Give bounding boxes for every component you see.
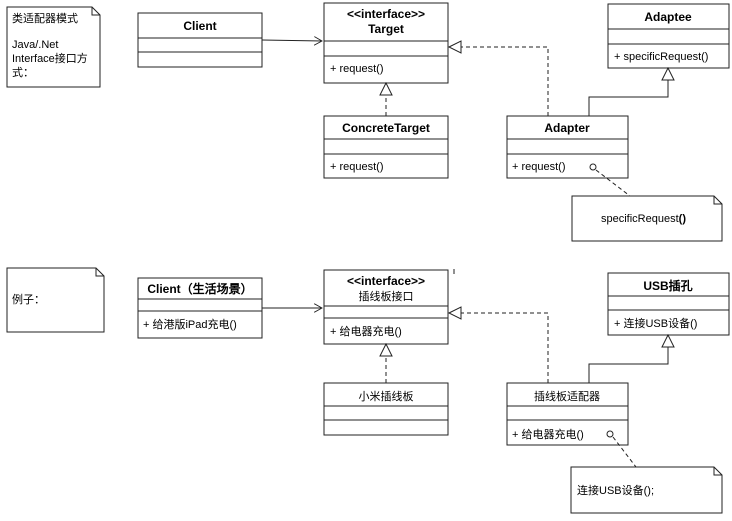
pattern-note: 类适配器模式 Java/.Net Interface接口方 式： <box>6 6 101 88</box>
example-label: 例子： <box>12 292 45 306</box>
class-usb-socket[interactable]: USB插孔 + 连接USB设备() <box>607 272 730 336</box>
adapter-note-text: specificRequest() <box>601 213 686 225</box>
class-adapter[interactable]: Adapter + request() <box>506 115 629 179</box>
realization-arrowhead-xiaomi <box>379 342 393 357</box>
adapter-method: + request() <box>512 161 566 173</box>
note-anchor-line <box>595 169 631 197</box>
note-line-style: 式： <box>12 66 34 79</box>
class-xiaomi-power-strip[interactable]: 小米插线板 <box>323 382 449 436</box>
example-note: 例子： <box>6 267 105 333</box>
power-strip-adapter-method: + 给电器充电() <box>512 427 584 441</box>
note-title: 类适配器模式 <box>12 11 78 25</box>
class-power-strip-interface[interactable]: <<interface>> 插线板接口 + 给电器充电() <box>323 269 449 345</box>
realization-arrowhead-concrete <box>379 81 393 96</box>
adapter-title: Adapter <box>544 121 590 135</box>
class-adaptee[interactable]: Adaptee + specificRequest() <box>607 3 730 69</box>
target-stereotype: <<interface>> <box>347 7 425 21</box>
class-client-life[interactable]: Client（生活场景） + 给港版iPad充电() <box>137 277 263 339</box>
class-concrete-target[interactable]: ConcreteTarget + request() <box>323 115 449 179</box>
class-client[interactable]: Client <box>137 12 263 68</box>
note-line-interface: Interface接口方 <box>12 51 88 65</box>
usb-connect-note: 连接USB设备(); <box>570 466 723 514</box>
client-life-title: Client（生活场景） <box>147 281 252 296</box>
client-title: Client <box>183 19 216 33</box>
power-strip-title: 插线板接口 <box>359 289 414 303</box>
inheritance-arrowhead-adaptee <box>661 66 675 81</box>
realization-arrowhead-power-strip <box>447 306 462 320</box>
usb-note-anchor-line <box>612 436 637 468</box>
usb-connect-note-text: 连接USB设备(); <box>577 483 654 497</box>
inheritance-arrowhead-usb <box>661 333 675 348</box>
realization-line-adapter-target <box>461 46 549 116</box>
concrete-target-title: ConcreteTarget <box>342 121 430 135</box>
note-line-java: Java/.Net <box>12 39 58 51</box>
usb-socket-title: USB插孔 <box>643 278 692 293</box>
inheritance-line-adapter-adaptee <box>588 80 669 116</box>
power-strip-stereotype: <<interface>> <box>347 274 425 288</box>
realization-arrowhead-adapter <box>447 40 462 54</box>
target-method: + request() <box>330 63 384 75</box>
power-strip-adapter-title: 插线板适配器 <box>534 389 600 403</box>
xiaomi-power-strip-title: 小米插线板 <box>359 389 414 403</box>
note-anchor-circle <box>589 163 597 171</box>
usb-note-anchor-circle <box>606 430 614 438</box>
adaptee-method: + specificRequest() <box>614 51 708 63</box>
target-title: Target <box>368 22 404 36</box>
adaptee-title: Adaptee <box>644 10 692 24</box>
concrete-target-method: + request() <box>330 161 384 173</box>
adapter-note: specificRequest() <box>571 195 723 242</box>
inheritance-line-adapter-usb <box>588 347 669 383</box>
client-life-method: + 给港版iPad充电() <box>143 317 237 331</box>
usb-socket-method: + 连接USB设备() <box>614 316 697 330</box>
power-strip-method: + 给电器充电() <box>330 324 402 338</box>
realization-line-adapter-power-strip <box>461 312 549 383</box>
class-target-interface[interactable]: <<interface>> Target + request() <box>323 2 449 84</box>
association-arrow-client-target <box>261 40 322 41</box>
